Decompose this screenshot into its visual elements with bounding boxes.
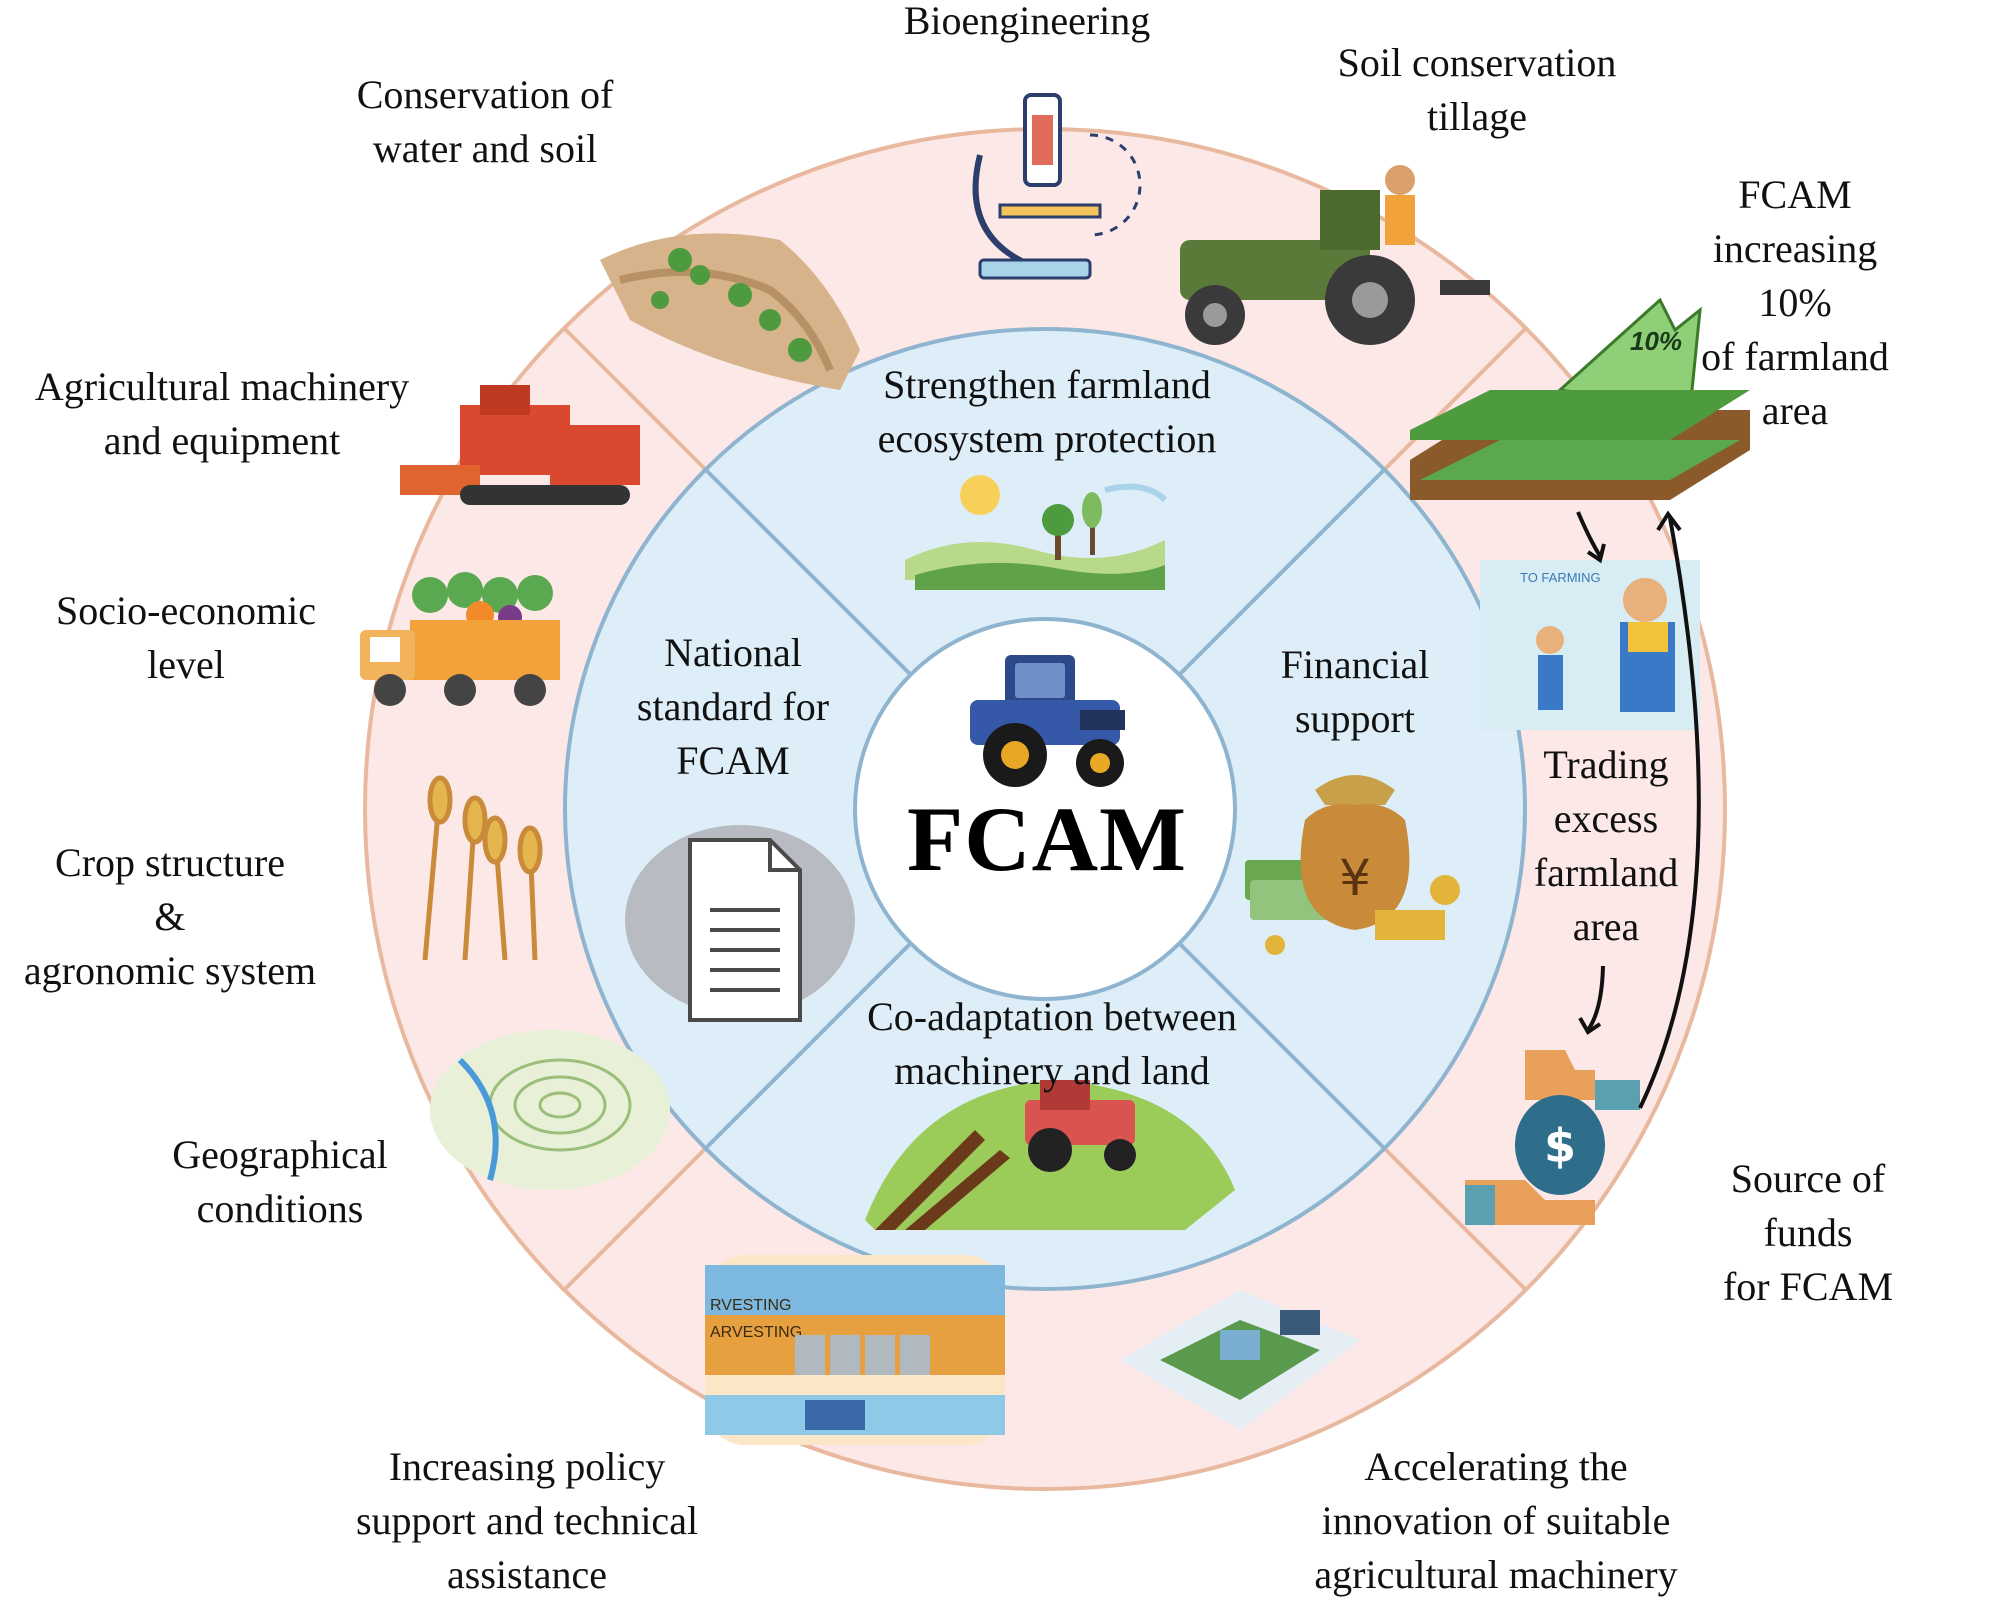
yuan-sign: ¥ xyxy=(1339,849,1371,907)
dollar-sign: $ xyxy=(1544,1119,1576,1173)
hillside-icon xyxy=(600,233,860,390)
document-icon xyxy=(625,825,855,1022)
label-fcam-increase: FCAM increasing 10% of farmland area xyxy=(1701,172,1889,433)
smart-farm-icon xyxy=(1120,1290,1360,1430)
label-crop-structure: Crop structure & agronomic system xyxy=(23,840,317,993)
label-policy-support: Increasing policy support and technical … xyxy=(355,1444,699,1597)
label-innovation: Accelerating the innovation of suitable … xyxy=(1314,1444,1678,1597)
inner-label-right: Financial support xyxy=(1280,642,1430,741)
wheat-icon xyxy=(422,775,543,961)
center-circle xyxy=(853,617,1237,1001)
tillage-tractor-icon xyxy=(1180,165,1490,345)
inner-label-left: National standard for FCAM xyxy=(636,630,830,783)
farmland-stack-icon: 10% xyxy=(1410,297,1750,500)
harvester-icon xyxy=(400,385,640,505)
money-bag-icon: ¥ xyxy=(1245,775,1460,955)
landscape-icon xyxy=(905,475,1168,590)
funds-icon: $ xyxy=(1465,1050,1640,1225)
farmers-icon: TO FARMING xyxy=(1480,560,1700,730)
label-geographical: Geographical conditions xyxy=(172,1132,388,1231)
label-bioengineering: Bioengineering xyxy=(903,0,1151,43)
label-water-soil: Conservation of water and soil xyxy=(356,72,614,171)
label-socio-economic: Socio-economic level xyxy=(56,588,316,687)
percent-badge: 10% xyxy=(1630,326,1682,356)
label-trading: Trading excess farmland area xyxy=(1533,742,1679,949)
microscope-icon xyxy=(972,93,1142,280)
label-soil-tillage: Soil conservation tillage xyxy=(1337,40,1617,139)
inner-label-bottom: Co-adaptation between machinery and land xyxy=(867,994,1237,1093)
harvesting-text-2: ARVESTING xyxy=(710,1324,802,1341)
field-tractor-icon xyxy=(865,1080,1235,1230)
harvesting-collage-icon: RVESTING ARVESTING xyxy=(705,1255,1005,1445)
inner-dividers xyxy=(704,468,1386,1150)
label-machinery: Agricultural machinery and equipment xyxy=(34,364,410,463)
tractor-icon xyxy=(970,655,1125,787)
harvesting-text-1: RVESTING xyxy=(710,1297,792,1314)
center-title: FCAM xyxy=(907,788,1187,890)
inner-label-top: Strengthen farmland ecosystem protection xyxy=(877,362,1217,461)
outer-dividers xyxy=(562,326,1528,1292)
to-farming-text: TO FARMING xyxy=(1520,570,1601,585)
label-funds-source: Source of funds for FCAM xyxy=(1722,1156,1894,1309)
topo-map-icon xyxy=(430,1030,670,1190)
cycle-arrows xyxy=(1576,510,1701,1109)
truck-icon xyxy=(360,572,560,706)
